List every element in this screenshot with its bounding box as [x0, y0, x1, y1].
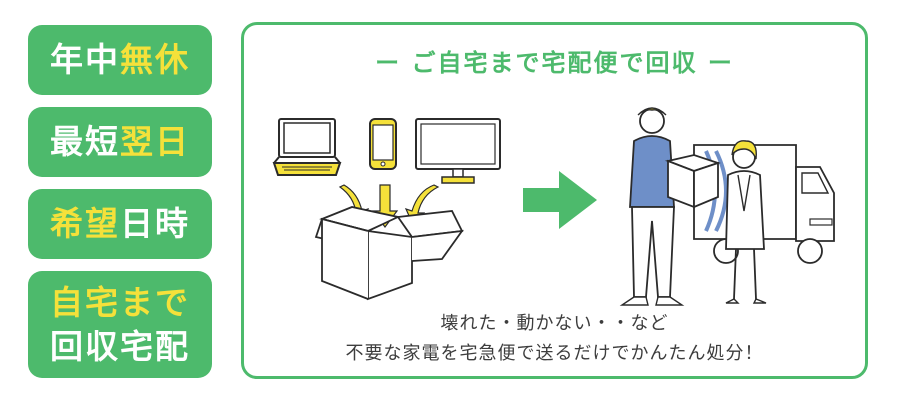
panel-title: ー ご自宅まで宅配便で回収 ー	[375, 49, 734, 77]
badge-text-plain: 年中	[50, 40, 120, 79]
cardboard-box-icon	[314, 206, 464, 301]
badge-text-plain: 最短	[50, 122, 120, 161]
badge-next-day: 最短翌日	[28, 107, 212, 177]
pickup-info-panel: ー ご自宅まで宅配便で回収 ー	[241, 22, 868, 379]
right-arrow-icon	[523, 171, 597, 229]
badge-home-pickup: 自宅まで 回収宅配	[28, 271, 212, 378]
caption-line-2: 不要な家電を宅急便で送るだけでかんたん処分！	[345, 343, 764, 364]
badge-preferred-date: 希望日時	[28, 189, 212, 259]
panel-caption: 壊れた・動かない・・など 不要な家電を宅急便で送るだけでかんたん処分！	[244, 309, 865, 369]
badge-text-highlight: 希望	[50, 204, 120, 243]
laptop-icon	[272, 118, 342, 176]
badge-text-highlight: 無休	[120, 40, 190, 79]
badge-text-plain: 日時	[120, 204, 190, 243]
caption-line-1: 壊れた・動かない・・など	[440, 313, 669, 334]
delivery-scene-icon	[619, 107, 835, 306]
monitor-icon	[415, 118, 501, 184]
smartphone-icon	[369, 118, 397, 170]
badge-open-all-year: 年中無休	[28, 25, 212, 95]
badge-text-highlight: 翌日	[120, 122, 190, 161]
badge-line1: 自宅まで	[50, 282, 190, 322]
badge-line2: 回収宅配	[50, 326, 190, 366]
